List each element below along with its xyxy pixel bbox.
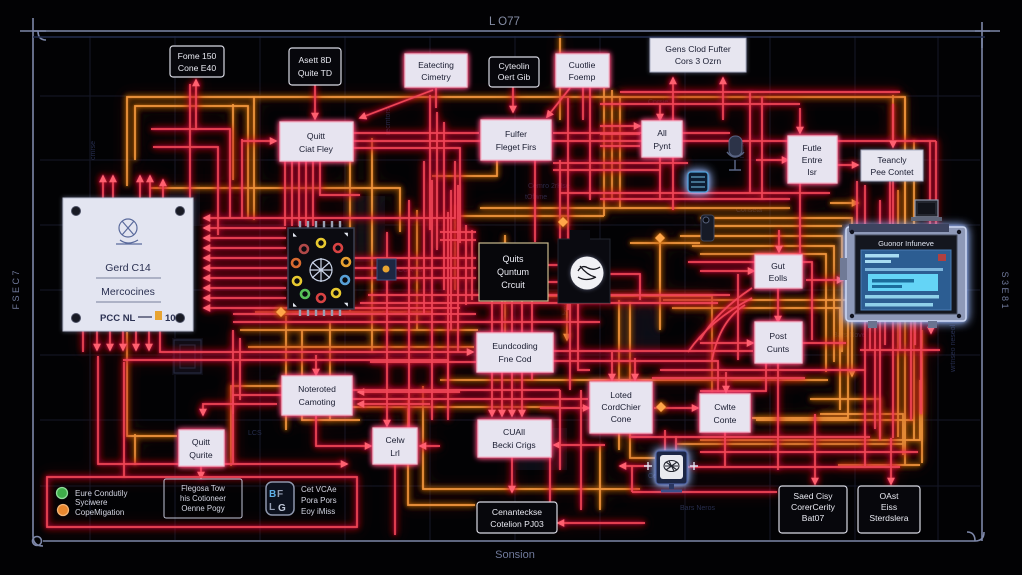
- svg-text:Guonor Infuneve: Guonor Infuneve: [878, 239, 934, 248]
- svg-text:Pynt: Pynt: [653, 141, 671, 151]
- svg-text:Futle: Futle: [802, 143, 821, 153]
- svg-text:Entre: Entre: [802, 155, 823, 165]
- svg-text:S 3 E 8 1: S 3 E 8 1: [1000, 271, 1010, 308]
- svg-text:F: F: [277, 489, 283, 500]
- svg-text:Bars Nove: Bars Nove: [833, 332, 866, 339]
- svg-text:Gut: Gut: [771, 261, 785, 271]
- svg-text:Fulfer: Fulfer: [505, 129, 527, 139]
- svg-text:LCS: LCS: [248, 430, 262, 437]
- svg-text:Cenanteckse: Cenanteckse: [492, 507, 542, 517]
- svg-text:Oenne Pogy: Oenne Pogy: [181, 504, 224, 513]
- svg-text:Eoy iMiss: Eoy iMiss: [301, 507, 335, 516]
- svg-text:Quntum: Quntum: [497, 267, 529, 277]
- svg-text:Cotelion PJ03: Cotelion PJ03: [490, 519, 544, 529]
- svg-text:his Cotioneer: his Cotioneer: [180, 494, 226, 503]
- svg-text:Cimetry: Cimetry: [421, 72, 451, 82]
- svg-text:Bat07: Bat07: [802, 513, 825, 523]
- svg-text:Qurite: Qurite: [189, 450, 213, 460]
- svg-text:Teancly: Teancly: [877, 155, 907, 165]
- svg-text:CopeMigation: CopeMigation: [75, 508, 124, 517]
- svg-text:Cnrsie: Cnrsie: [648, 99, 668, 106]
- svg-text:Cunts: Cunts: [767, 344, 789, 354]
- svg-text:G: G: [278, 503, 286, 514]
- svg-text:Bars Neros: Bars Neros: [680, 505, 716, 512]
- svg-text:PCC NL: PCC NL: [100, 313, 136, 324]
- svg-text:Cors 3 Ozrn: Cors 3 Ozrn: [675, 56, 722, 66]
- svg-text:Cemro 2rHse: Cemro 2rHse: [528, 183, 570, 190]
- svg-text:Fne Cod: Fne Cod: [499, 354, 532, 364]
- svg-text:Eundcoding: Eundcoding: [492, 341, 538, 351]
- svg-text:Cone E40: Cone E40: [178, 63, 216, 73]
- svg-text:Lrl: Lrl: [390, 448, 400, 458]
- svg-text:tOfwne: tOfwne: [525, 194, 547, 201]
- svg-text:All: All: [657, 128, 667, 138]
- svg-text:Eolls: Eolls: [769, 273, 788, 283]
- svg-text:Fome 150: Fome 150: [178, 51, 217, 61]
- svg-text:L O77: L O77: [489, 16, 520, 28]
- svg-text:Foemp: Foemp: [569, 72, 596, 82]
- svg-text:10: 10: [165, 313, 176, 324]
- svg-text:Conseta: Conseta: [736, 207, 762, 214]
- svg-text:Cone: Cone: [611, 414, 632, 424]
- svg-text:Oert Gib: Oert Gib: [498, 72, 531, 82]
- svg-text:Cwlte: Cwlte: [714, 402, 736, 412]
- svg-text:B: B: [269, 489, 276, 500]
- svg-text:Isr: Isr: [807, 167, 817, 177]
- svg-text:OAst: OAst: [879, 491, 899, 501]
- svg-text:Gens Clod Fufter: Gens Clod Fufter: [665, 44, 731, 54]
- svg-text:Fleget Firs: Fleget Firs: [496, 142, 537, 152]
- svg-text:Syciwere: Syciwere: [75, 498, 108, 507]
- svg-text:Sonsion: Sonsion: [495, 549, 535, 561]
- svg-text:Quits: Quits: [502, 254, 524, 264]
- svg-text:Post: Post: [769, 331, 787, 341]
- svg-text:Crcuit: Crcuit: [501, 280, 525, 290]
- svg-text:Conte: Conte: [714, 415, 737, 425]
- svg-text:CUA-3s: CUA-3s: [398, 267, 423, 274]
- svg-text:Camoting: Camoting: [299, 397, 336, 407]
- svg-text:wrtnseo neseol: wrtnseo neseol: [950, 324, 957, 373]
- svg-text:CUAll: CUAll: [503, 427, 525, 437]
- svg-text:Pora Pors: Pora Pors: [301, 496, 337, 505]
- svg-text:Eure Condutily: Eure Condutily: [75, 489, 127, 498]
- svg-text:recmtors: recmtors: [385, 107, 392, 135]
- svg-text:Mercocines: Mercocines: [101, 286, 155, 298]
- svg-text:Loted: Loted: [610, 390, 632, 400]
- svg-text:Quitt: Quitt: [307, 131, 326, 141]
- svg-text:Eatecting: Eatecting: [418, 60, 454, 70]
- svg-text:F S E C 7: F S E C 7: [11, 270, 21, 309]
- svg-text:L: L: [269, 502, 275, 513]
- svg-text:Flegosa Tow: Flegosa Tow: [181, 484, 225, 493]
- svg-text:cmrse: cmrse: [90, 141, 97, 160]
- svg-text:Gerd C14: Gerd C14: [105, 262, 151, 274]
- svg-text:Quite TD: Quite TD: [298, 68, 332, 78]
- svg-text:CordChier: CordChier: [601, 402, 640, 412]
- svg-text:Cyteolin: Cyteolin: [498, 61, 529, 71]
- svg-text:Pee Contet: Pee Contet: [871, 167, 915, 177]
- svg-text:Asett 8D: Asett 8D: [299, 55, 332, 65]
- svg-text:Quitt: Quitt: [192, 437, 211, 447]
- svg-text:Ciat Fley: Ciat Fley: [299, 144, 334, 154]
- svg-text:◥: ◥: [344, 302, 348, 308]
- svg-text:Saed Cisy: Saed Cisy: [793, 491, 833, 501]
- svg-text:Celw: Celw: [385, 435, 405, 445]
- svg-text:◣: ◣: [293, 302, 297, 308]
- svg-text:◥: ◥: [344, 232, 348, 238]
- svg-text:Cet VCAe: Cet VCAe: [301, 485, 337, 494]
- svg-text:Sterdslera: Sterdslera: [869, 513, 908, 523]
- svg-text:◣: ◣: [293, 232, 297, 238]
- svg-text:CorerCerity: CorerCerity: [791, 502, 836, 512]
- svg-text:Noteroted: Noteroted: [298, 384, 336, 394]
- svg-text:Becki Crigs: Becki Crigs: [492, 440, 535, 450]
- svg-text:Cuotlie: Cuotlie: [569, 60, 596, 70]
- svg-text:Eiss: Eiss: [881, 502, 897, 512]
